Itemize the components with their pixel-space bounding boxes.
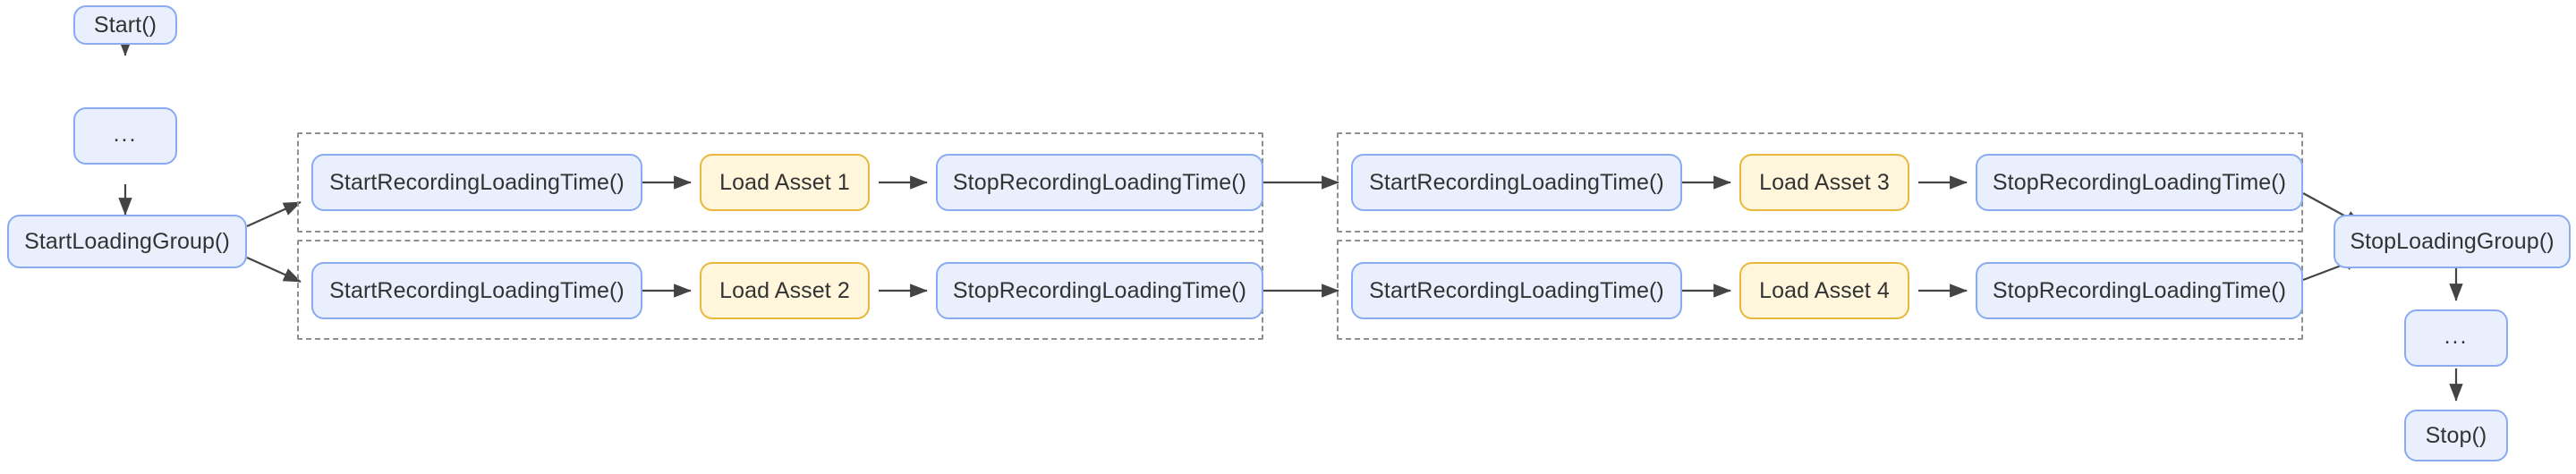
node-g2r4-load-asset-label: Load Asset 4 xyxy=(1759,277,1890,303)
node-g2r4-start-recording[interactable]: StartRecordingLoadingTime() xyxy=(1351,262,1682,319)
node-g2r3-stop-recording-label: StopRecordingLoadingTime() xyxy=(1992,169,2287,195)
node-start-loading-group-label: StartLoadingGroup() xyxy=(24,228,230,254)
node-ellipsis-top[interactable]: ... xyxy=(73,107,177,165)
node-g2r3-start-recording-label: StartRecordingLoadingTime() xyxy=(1369,169,1664,195)
node-stop-label: Stop() xyxy=(2425,422,2487,448)
node-g2r4-load-asset[interactable]: Load Asset 4 xyxy=(1739,262,1909,319)
node-g2r4-start-recording-label: StartRecordingLoadingTime() xyxy=(1369,277,1664,303)
node-g1r1-load-asset-label: Load Asset 1 xyxy=(719,169,850,195)
node-g1r2-load-asset[interactable]: Load Asset 2 xyxy=(700,262,870,319)
node-start-loading-group[interactable]: StartLoadingGroup() xyxy=(7,215,247,268)
node-g1r2-load-asset-label: Load Asset 2 xyxy=(719,277,850,303)
edge-startloadinggroup-to-row1 xyxy=(246,200,302,228)
node-g2r3-start-recording[interactable]: StartRecordingLoadingTime() xyxy=(1351,154,1682,211)
node-g2r3-load-asset-label: Load Asset 3 xyxy=(1759,169,1890,195)
node-g1r2-stop-recording-label: StopRecordingLoadingTime() xyxy=(952,277,1247,303)
node-start[interactable]: Start() xyxy=(73,5,177,45)
node-ellipsis-bottom[interactable]: ... xyxy=(2404,309,2508,367)
node-start-label: Start() xyxy=(93,12,157,38)
node-g2r4-stop-recording[interactable]: StopRecordingLoadingTime() xyxy=(1976,262,2303,319)
node-ellipsis-top-label: ... xyxy=(113,121,138,147)
node-g1r2-start-recording-label: StartRecordingLoadingTime() xyxy=(329,277,625,303)
node-g1r1-stop-recording[interactable]: StopRecordingLoadingTime() xyxy=(936,154,1263,211)
node-g2r3-load-asset[interactable]: Load Asset 3 xyxy=(1739,154,1909,211)
node-g1r1-stop-recording-label: StopRecordingLoadingTime() xyxy=(952,169,1247,195)
node-stop-loading-group[interactable]: StopLoadingGroup() xyxy=(2334,215,2571,268)
node-g1r2-stop-recording[interactable]: StopRecordingLoadingTime() xyxy=(936,262,1263,319)
node-stop[interactable]: Stop() xyxy=(2404,410,2508,461)
node-g1r1-start-recording[interactable]: StartRecordingLoadingTime() xyxy=(311,154,642,211)
edge-startloadinggroup-to-row2 xyxy=(246,256,302,284)
node-g1r1-start-recording-label: StartRecordingLoadingTime() xyxy=(329,169,625,195)
node-stop-loading-group-label: StopLoadingGroup() xyxy=(2350,228,2555,254)
node-g1r1-load-asset[interactable]: Load Asset 1 xyxy=(700,154,870,211)
node-ellipsis-bottom-label: ... xyxy=(2444,323,2469,349)
node-g2r4-stop-recording-label: StopRecordingLoadingTime() xyxy=(1992,277,2287,303)
node-g2r3-stop-recording[interactable]: StopRecordingLoadingTime() xyxy=(1976,154,2303,211)
node-g1r2-start-recording[interactable]: StartRecordingLoadingTime() xyxy=(311,262,642,319)
